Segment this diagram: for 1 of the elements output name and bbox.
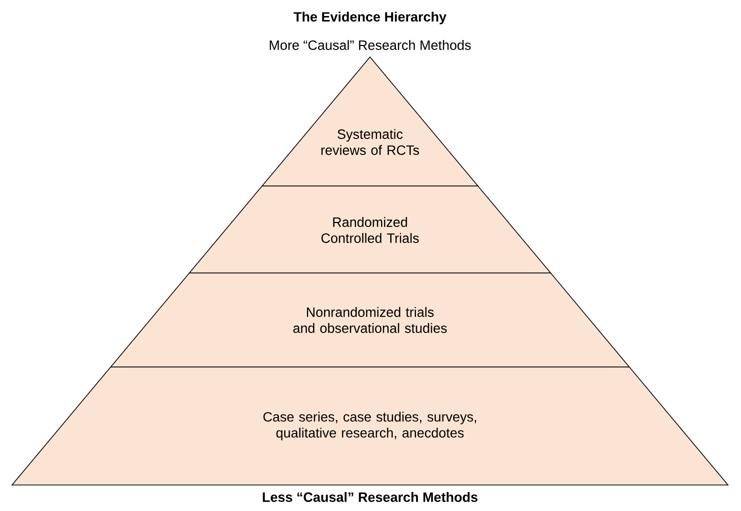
title: The Evidence Hierarchy bbox=[294, 12, 446, 24]
